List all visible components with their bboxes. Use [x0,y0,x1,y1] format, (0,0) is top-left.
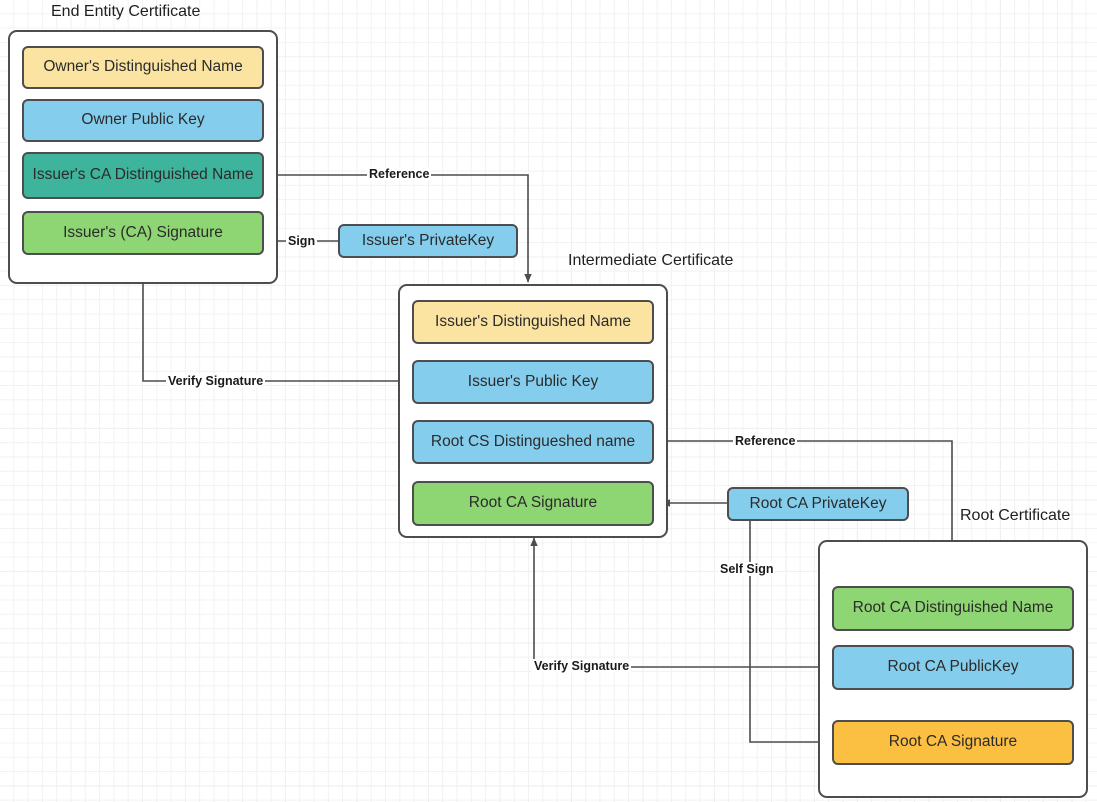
node-root-ca-signature-root[interactable]: Root CA Signature [832,720,1074,765]
edge-self-sign [749,521,827,746]
edge-reference-top [264,174,532,283]
node-root-cs-distingueshed-name[interactable]: Root CS Distingueshed name [412,420,654,464]
edge-label-verify-signature-top: Verify Signature [166,374,266,388]
node-root-ca-distinguished-name[interactable]: Root CA Distinguished Name [832,586,1074,631]
node-issuers-ca-signature[interactable]: Issuer's (CA) Signature [22,211,264,255]
edge-verify-signature-bottom [530,537,832,668]
edge-label-reference-bottom: Reference [733,434,798,448]
node-root-ca-privatekey[interactable]: Root CA PrivateKey [727,487,909,521]
node-owners-distinguished-name[interactable]: Owner's Distinguished Name [22,46,264,89]
edge-label-verify-signature-bottom: Verify Signature [532,659,632,673]
root-certificate-title: Root Certificate [960,507,1071,524]
edge-verify-signature-top [139,269,412,382]
edge-label-sign: Sign [286,234,318,248]
edge-label-self-sign: Self Sign [718,562,776,576]
node-issuers-distinguished-name[interactable]: Issuer's Distinguished Name [412,300,654,344]
node-issuers-public-key[interactable]: Issuer's Public Key [412,360,654,404]
node-owner-public-key[interactable]: Owner Public Key [22,99,264,142]
node-issuers-privatekey[interactable]: Issuer's PrivateKey [338,224,518,258]
node-root-ca-publickey[interactable]: Root CA PublicKey [832,645,1074,690]
intermediate-certificate-title: Intermediate Certificate [568,252,734,269]
node-root-ca-signature-intermediate[interactable]: Root CA Signature [412,481,654,526]
edge-label-reference-top: Reference [367,167,432,181]
node-issuers-ca-distinguished-name[interactable]: Issuer's CA Distinguished Name [22,152,264,199]
end-entity-certificate-title: End Entity Certificate [51,3,201,20]
